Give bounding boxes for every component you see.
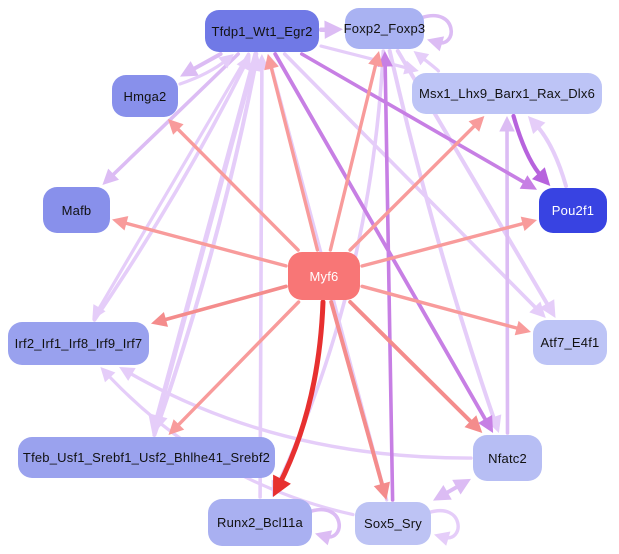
edge-nfatc2-msx1-arrowhead	[499, 116, 515, 132]
edge-sox5-nfatc2	[440, 482, 464, 498]
node-label-myf6: Myf6	[309, 268, 339, 284]
selfloop-foxp2	[420, 13, 453, 45]
edge-tfdp1-irf2	[95, 52, 251, 314]
edge-tfdp1-foxp2-arrowhead	[324, 20, 343, 39]
node-label-hmga2: Hmga2	[123, 88, 167, 104]
edge-myf6-nfatc2	[348, 300, 477, 428]
edge-msx1-foxp2	[419, 55, 441, 73]
node-label-mafb: Mafb	[61, 202, 92, 218]
node-mafb[interactable]: Mafb	[43, 187, 110, 233]
edge-sox5-foxp2	[383, 59, 395, 502]
edge-tfeb-tfdp1	[152, 62, 258, 437]
node-foxp2[interactable]: Foxp2_Foxp3	[343, 8, 426, 49]
edge-myf6-mafb-arrowhead	[112, 216, 129, 231]
edge-tfdp1-nfatc2-arrowhead	[478, 415, 494, 433]
edge-msx1-pou2f1	[511, 113, 545, 180]
edge-tfdp1-mafb	[107, 52, 240, 180]
edge-pou2f1-msx1	[533, 122, 568, 188]
edge-myf6-mafb	[119, 220, 288, 268]
node-label-irf2: Irf2_Irf1_Irf8_Irf9_Irf7	[14, 336, 143, 351]
edge-foxp2-nfatc2	[387, 49, 498, 425]
edge-myf6-msx1	[348, 121, 480, 252]
edge-myf6-foxp2	[328, 58, 379, 252]
edge-nfatc2-irf2	[125, 370, 473, 460]
edge-tfdp1-hmga2	[187, 52, 223, 74]
edge-myf6-pou2f1-arrowhead	[520, 216, 537, 231]
edge-tfdp1-pou2f1-arrowhead	[519, 175, 537, 190]
edge-irf2-tfdp1-arrowhead	[236, 54, 251, 72]
edge-myf6-runx2-arrowhead	[273, 474, 291, 497]
edge-tfdp1-pou2f1	[300, 52, 531, 187]
edge-sox5-nfatc2-arrowhead	[433, 485, 452, 501]
edge-tfdp1-tfeb	[153, 51, 259, 425]
node-label-pou2f1: Pou2f1	[551, 203, 595, 218]
node-myf6[interactable]: Myf6	[288, 252, 360, 300]
selfloop-runx2-arrowhead	[315, 530, 333, 546]
edge-myf6-sox5-arrowhead	[373, 481, 390, 500]
node-label-tfeb: Tfeb_Usf1_Srebf1_Usf2_Bhlhe41_Srebf2	[22, 450, 271, 465]
edge-tfdp1-hmga2-arrowhead	[180, 61, 199, 77]
edge-myf6-atf7-arrowhead	[514, 320, 531, 336]
selfloop-sox5-arrowhead	[434, 531, 451, 546]
edge-tfdp1-nfatc2	[273, 52, 490, 426]
edge-irf2-tfdp1	[92, 61, 248, 322]
edge-myf6-foxp2-arrowhead	[368, 51, 383, 68]
edge-foxp2-atf7-arrowhead	[539, 299, 556, 318]
edge-nfatc2-irf2-arrowhead	[119, 367, 136, 381]
node-irf2[interactable]: Irf2_Irf1_Irf8_Irf9_Irf7	[8, 322, 149, 365]
node-tfdp1[interactable]: Tfdp1_Wt1_Egr2	[205, 10, 319, 52]
node-pou2f1[interactable]: Pou2f1	[539, 188, 607, 233]
node-label-sox5: Sox5_Sry	[364, 516, 422, 531]
selfloop-runx2	[308, 507, 341, 539]
node-label-msx1: Msx1_Lhx9_Barx1_Rax_Dlx6	[418, 86, 596, 101]
edge-runx2-tfdp1	[258, 62, 264, 499]
edge-myf6-tfdp1-arrowhead	[264, 54, 279, 71]
edge-myf6-runx2	[276, 299, 326, 488]
edge-myf6-sox5	[329, 300, 386, 492]
node-atf7[interactable]: Atf7_E4f1	[533, 320, 607, 365]
edge-sox5-nfatc2-arrowhead	[452, 478, 471, 495]
edge-myf6-tfdp1	[268, 61, 320, 252]
node-label-foxp2: Foxp2_Foxp3	[343, 21, 426, 36]
node-nfatc2[interactable]: Nfatc2	[473, 435, 542, 481]
node-label-atf7: Atf7_E4f1	[540, 335, 600, 350]
node-label-nfatc2: Nfatc2	[488, 450, 527, 466]
edge-hmga2-tfdp1	[178, 58, 229, 86]
node-msx1[interactable]: Msx1_Lhx9_Barx1_Rax_Dlx6	[412, 73, 602, 114]
selfloop-foxp2-arrowhead	[427, 36, 445, 52]
edge-myf6-pou2f1	[360, 220, 530, 268]
edge-tfdp1-msx1	[319, 44, 412, 71]
node-tfeb[interactable]: Tfeb_Usf1_Srebf1_Usf2_Bhlhe41_Srebf2	[18, 437, 275, 478]
node-label-tfdp1: Tfdp1_Wt1_Egr2	[211, 23, 313, 39]
selfloop-sox5	[427, 509, 460, 540]
edge-myf6-hmga2	[173, 124, 300, 252]
node-hmga2[interactable]: Hmga2	[112, 75, 178, 117]
edge-myf6-irf2-arrowhead	[151, 312, 168, 327]
edge-nfatc2-msx1	[505, 124, 510, 435]
edge-myf6-tfeb	[173, 300, 301, 430]
edge-myf6-irf2	[158, 284, 288, 323]
node-label-runx2: Runx2_Bcl11a	[217, 515, 303, 530]
edge-myf6-atf7	[360, 284, 524, 332]
node-sox5[interactable]: Sox5_Sry	[355, 502, 431, 545]
node-runx2[interactable]: Runx2_Bcl11a	[208, 499, 312, 546]
